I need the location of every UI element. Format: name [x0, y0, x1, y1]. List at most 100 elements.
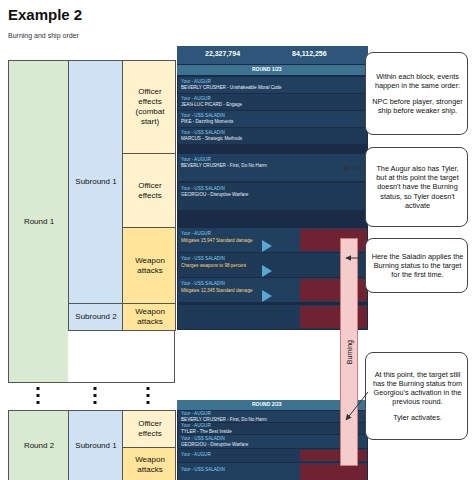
text-area: Here the Saladin applies the Burning sta…	[366, 239, 469, 292]
phase-box: Officer effects	[122, 410, 176, 448]
ship-name: Your - AUGUR	[181, 96, 211, 101]
text-area: Subround 1	[69, 411, 123, 480]
text-area: Weapon attacks	[123, 228, 177, 303]
round-banner	[177, 65, 368, 75]
ship-name: Your - AUGUR	[181, 79, 211, 84]
log-row	[178, 111, 367, 127]
block-label: Weapon attacks	[126, 455, 174, 475]
log-row	[178, 128, 367, 144]
round-header: ROUND 1/23	[252, 67, 281, 73]
continuation-dots	[147, 387, 150, 408]
score-number: 84,112,256	[292, 50, 327, 58]
log-row	[178, 278, 367, 302]
phase-box: Weapon attacks	[122, 227, 176, 304]
log-header	[177, 46, 368, 64]
callout-box: Within each block, events happen in the …	[365, 52, 468, 135]
block-label: Officer effects	[126, 181, 174, 201]
block-label: Round 1	[24, 217, 54, 227]
leader-line	[346, 392, 368, 420]
text-area: Subround 2	[69, 304, 123, 330]
block-label: Subround 2	[75, 312, 116, 322]
ship-name: Your - USS SALADIN	[181, 281, 225, 286]
ship-name: Your - AUGUR	[181, 411, 211, 416]
log-row	[178, 154, 367, 181]
block-label: Subround 1	[75, 441, 116, 451]
damage-panel	[300, 464, 367, 480]
round-header: ROUND 2/23	[252, 402, 281, 408]
combat-effect: Mitigates 12,345 Standard damage	[181, 288, 253, 293]
ship-name: Your - AUGUR	[181, 452, 211, 457]
log-row	[178, 183, 367, 210]
callout-box: Here the Saladin applies the Burning sta…	[365, 238, 468, 293]
phase-box: Weapon attacks	[122, 447, 176, 480]
text-area: Weapon attacks	[123, 304, 177, 330]
officer-ability: GEORGIOU - Disruptive Warfare	[181, 442, 248, 447]
ship-name: Your - USS SALADIN	[181, 130, 225, 135]
callout-box: At this point, the target still has the …	[365, 352, 468, 440]
text-area: At this point, the target still has the …	[366, 353, 469, 439]
diagram-title: Example 2	[8, 6, 82, 23]
ship-name: Your - USS SALADIN	[181, 467, 225, 472]
callout-box: The Augur also has Tyler, but at this po…	[365, 147, 468, 227]
text-area: Officer effects	[123, 411, 177, 447]
subround-box: Subround 2 Weapon attacks	[68, 303, 176, 331]
status-label: Burning	[346, 340, 355, 364]
callout-text: The Augur also has Tyler, but at this po…	[371, 164, 464, 210]
phase-box: Officer effects (combat start)	[122, 60, 176, 154]
ship-name: Your - AUGUR	[181, 157, 211, 162]
phase-box: Officer effects	[122, 153, 176, 228]
ship-name: Your - USS SALADIN	[181, 256, 225, 261]
officer-ability: BEVERLY CRUSHER - First, Do No Harm	[181, 417, 267, 422]
subround-box: Subround 1 Officer effectsWeapon attacks	[68, 410, 176, 480]
text-area: Round 2	[9, 411, 69, 480]
text-area: Subround 1	[69, 61, 123, 303]
ship-name: Your - USS SALADIN	[181, 113, 225, 118]
log-row	[178, 449, 367, 462]
leader-line	[346, 258, 365, 259]
status-band: Burning	[340, 238, 358, 466]
officer-ability: JEAN-LUC PICARD - Engage	[181, 102, 242, 107]
ship-name: Your - USS SALADIN	[181, 186, 225, 191]
block-label: Weapon attacks	[126, 307, 174, 327]
combat-effect: Mitigates 15,947 Standard damage	[181, 238, 253, 243]
phase-box: Weapon attacks	[122, 303, 176, 331]
subround-box: Subround 1 Officer effects (combat start)…	[68, 60, 176, 304]
log-row	[178, 411, 367, 422]
score-number: 22,327,794	[205, 50, 240, 58]
callout-text: Here the Saladin applies the Burning sta…	[371, 252, 464, 279]
text-area: Weapon attacks	[123, 448, 177, 480]
block-label: Weapon attacks	[126, 256, 174, 276]
combat-effect: Charges weapons to 98 percent	[181, 263, 246, 268]
text-area: Within each block, events happen in the …	[366, 53, 469, 134]
log-row	[178, 305, 367, 329]
officer-ability: BEVERLY CRUSHER - Unshakeable Moral Code	[181, 85, 282, 90]
officer-ability: GEORGIOU - Disruptive Warfare	[181, 192, 248, 197]
text-area: Officer effects (combat start)	[123, 61, 177, 153]
subtitle: Burning and ship order	[8, 32, 79, 40]
attack-chevron	[262, 240, 272, 302]
block-label: Officer effects (combat start)	[126, 87, 174, 127]
callout-text: NPC before player, stronger ship before …	[371, 97, 464, 115]
log-row	[178, 228, 367, 252]
round-box: Round 2 Subround 1 Officer effectsWeapon a…	[8, 410, 175, 480]
ship-name: Your - AUGUR	[181, 423, 211, 428]
officer-ability: BEVERLY CRUSHER - First, Do No Harm	[181, 163, 267, 168]
text-area: Officer effects	[123, 154, 177, 227]
text-area: The Augur also has Tyler, but at this po…	[366, 148, 469, 226]
log-row	[178, 77, 367, 93]
ship-name: Your - AUGUR	[181, 231, 211, 236]
block-label: Subround 1	[75, 177, 116, 187]
officer-ability: PIKE - Dazzling Moments	[181, 119, 233, 124]
log-row	[178, 435, 367, 448]
log-row	[178, 423, 367, 434]
log-row	[178, 463, 367, 480]
continuation-dots	[37, 387, 40, 408]
round-box: Round 1 Subround 1 Officer effects (combat…	[8, 60, 175, 383]
log-row	[178, 253, 367, 277]
continuation-dots	[94, 387, 97, 408]
callout-text: Tyler activates.	[393, 413, 442, 422]
block-label: Round 2	[24, 441, 54, 451]
ship-name: Your - USS SALADIN	[181, 436, 225, 441]
